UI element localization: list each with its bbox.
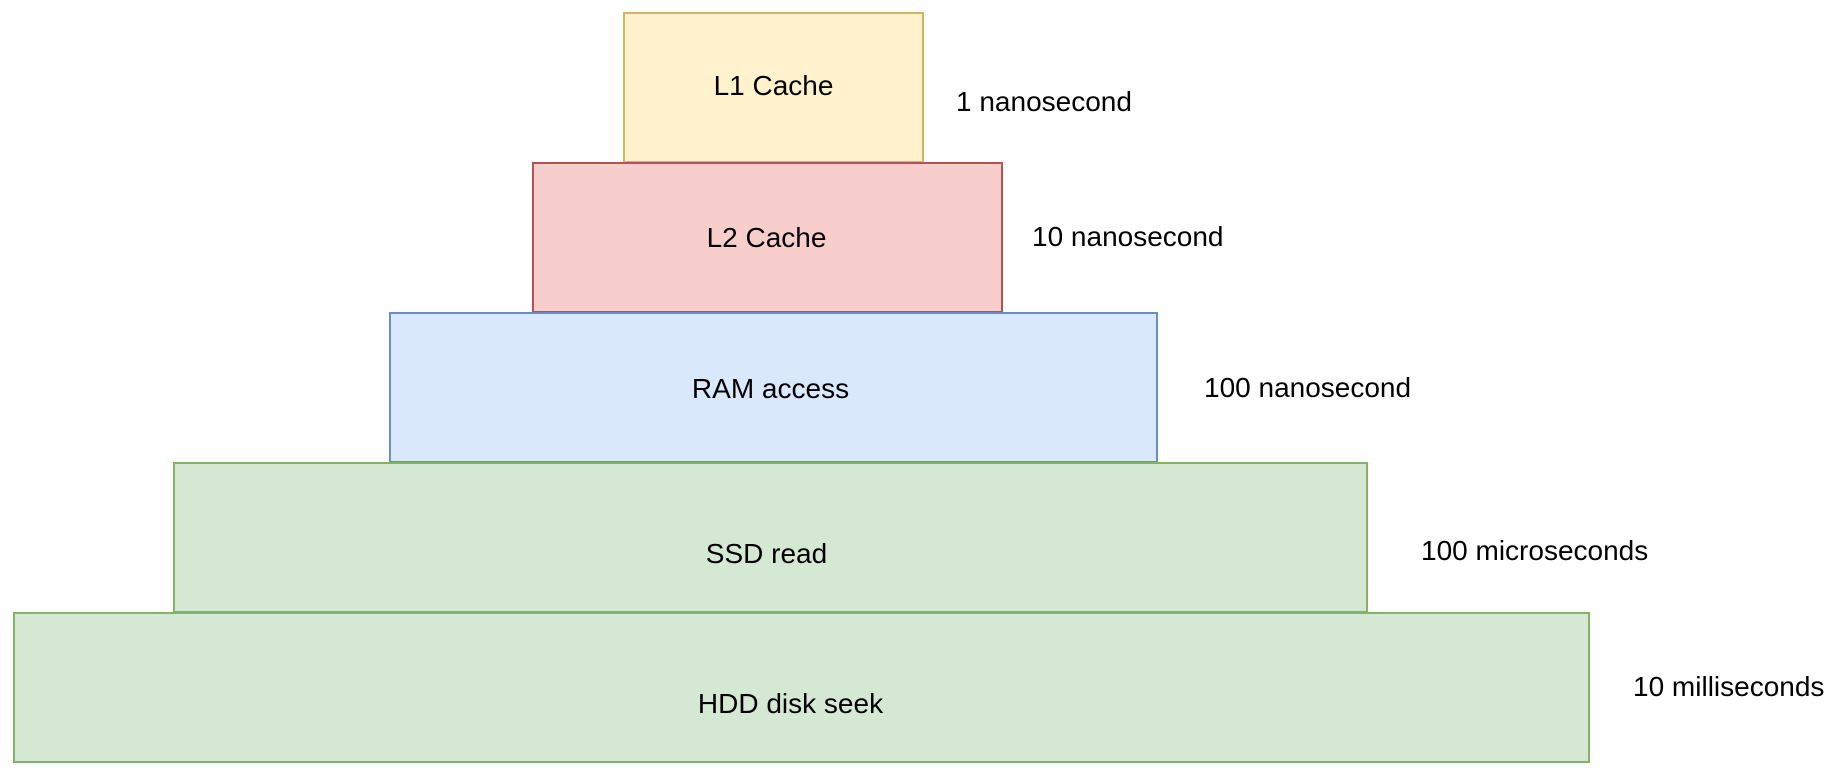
tier-label-hdd-disk-seek: HDD disk seek [697,687,884,719]
latency-label-hdd-disk-seek: 10 milliseconds [1633,671,1825,702]
latency-label-l2-cache: 10 nanosecond [1032,221,1224,252]
latency-label-l1-cache: 1 nanosecond [956,86,1132,117]
tier-box-hdd-disk-seek: HDD disk seek [13,612,1590,763]
tier-label-ram-access: RAM access [691,372,850,404]
latency-label-ssd-read: 100 microseconds [1421,535,1649,566]
latency-label-ram-access: 100 nanosecond [1204,372,1412,403]
tier-box-l1-cache: L1 Cache [623,12,924,163]
tier-box-ssd-read: SSD read [173,462,1368,613]
tier-label-l1-cache: L1 Cache [713,69,834,101]
tier-label-l2-cache: L2 Cache [706,221,827,253]
tier-label-ssd-read: SSD read [705,537,828,569]
tier-box-ram-access: RAM access [389,312,1158,463]
tier-box-l2-cache: L2 Cache [532,162,1003,313]
